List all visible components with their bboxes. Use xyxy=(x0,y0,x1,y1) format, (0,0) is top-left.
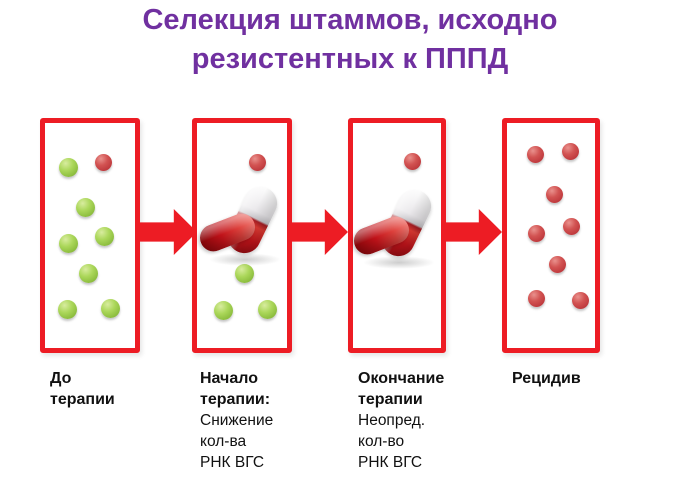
slide-title: Селекция штаммов, исходно резистентных к… xyxy=(142,4,558,75)
stage-box-relapse xyxy=(502,118,600,353)
virus-dot-green xyxy=(58,157,78,177)
virus-dot-red xyxy=(571,291,589,309)
virus-dot-green xyxy=(75,197,95,217)
stage-box-before-therapy xyxy=(40,118,140,353)
stage-label-start-of-therapy: Начало терапии: Снижение кол-ва РНК ВГС xyxy=(200,368,273,473)
stage-label-bold-text: Рецидив xyxy=(512,370,581,387)
virus-dot-red xyxy=(248,153,266,171)
virus-dot-red xyxy=(545,185,563,203)
virus-dot-red xyxy=(403,152,421,170)
flow-arrow-icon xyxy=(444,209,502,255)
virus-dot-green xyxy=(257,299,277,319)
virus-dot-red xyxy=(94,153,112,171)
virus-dot-red xyxy=(527,289,545,307)
virus-dot-red xyxy=(548,255,566,273)
virus-dot-red xyxy=(527,224,545,242)
stage-label-bold-text: Начало терапии: xyxy=(200,370,271,408)
virus-dot-green xyxy=(57,299,77,319)
virus-dot-green xyxy=(58,233,78,253)
stage-box-start-of-therapy xyxy=(192,118,292,353)
pill-capsules-icon xyxy=(196,181,285,266)
virus-dot-green xyxy=(213,300,233,320)
stage-label-before-therapy: До терапии xyxy=(50,368,115,410)
flow-arrow-icon xyxy=(139,209,197,255)
stage-label-relapse: Рецидив xyxy=(512,368,581,389)
virus-dot-green xyxy=(78,263,98,283)
virus-dot-red xyxy=(561,142,579,160)
pill-shadow xyxy=(363,256,435,269)
virus-dot-green xyxy=(234,263,254,283)
stage-label-bold-text: До терапии xyxy=(50,370,115,408)
stage-box-end-of-therapy xyxy=(348,118,446,353)
flow-arrow-icon xyxy=(290,209,348,255)
virus-dot-green xyxy=(100,298,120,318)
pill-shadow xyxy=(209,253,281,266)
stage-label-detail-text: Неопред. кол-во РНК ВГС xyxy=(358,412,426,471)
virus-dot-green xyxy=(94,226,114,246)
stage-label-bold-text: Окончание терапии xyxy=(358,370,445,408)
stage-label-detail-text: Снижение кол-ва РНК ВГС xyxy=(200,412,274,471)
pill-capsules-icon xyxy=(350,184,439,269)
virus-dot-red xyxy=(562,217,580,235)
virus-dot-red xyxy=(526,145,544,163)
